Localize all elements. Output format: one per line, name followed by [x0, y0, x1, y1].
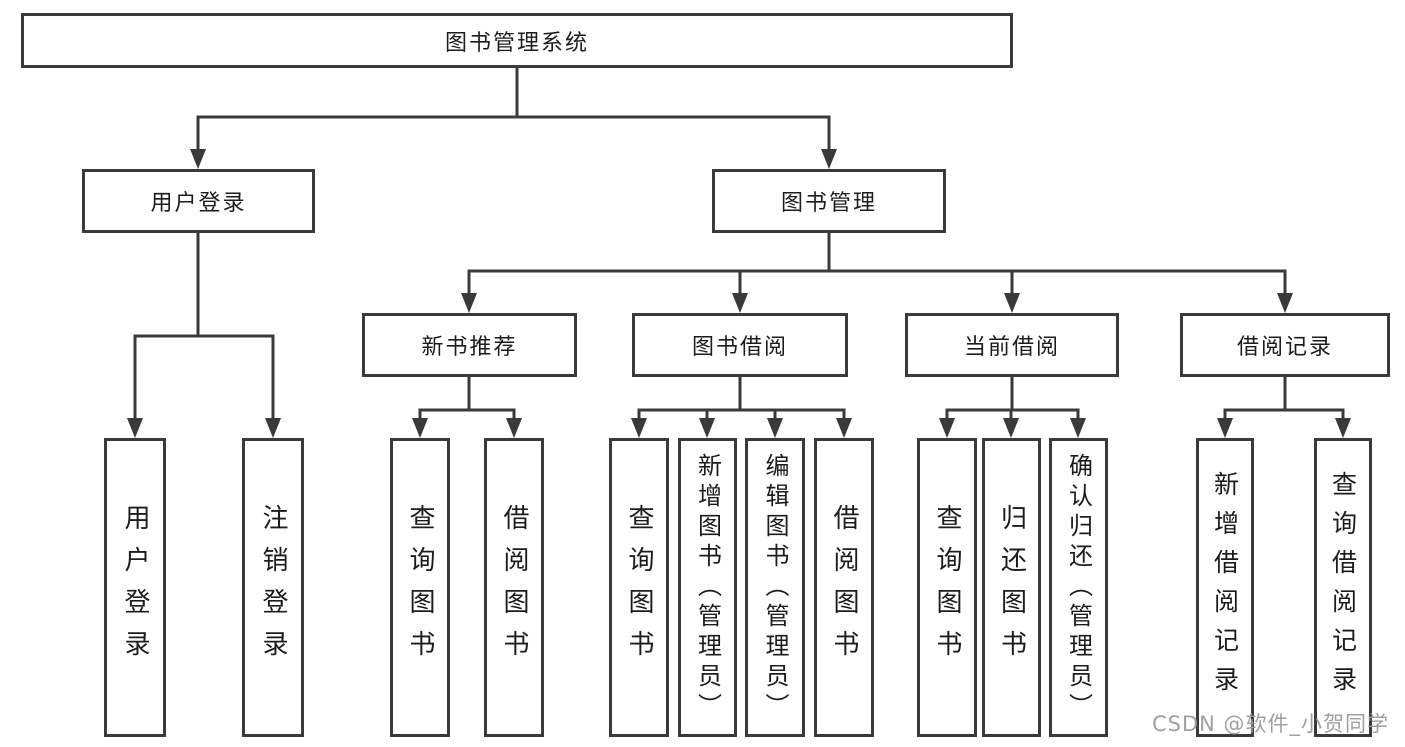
leaf-confirm-return-admin: 确认归还（管理员）	[1049, 438, 1108, 737]
node-new-book-recommend-label: 新书推荐	[421, 335, 518, 360]
csdn-watermark: CSDN @软件_小贺同学	[1152, 712, 1390, 736]
node-book-borrowing: 图书借阅	[632, 313, 848, 377]
leaf-query-book-recommend: 查询图书	[390, 438, 450, 737]
node-borrow-records-label: 借阅记录	[1236, 335, 1333, 360]
node-new-book-recommend: 新书推荐	[362, 313, 577, 377]
node-user-login-label: 用户登录	[150, 191, 247, 216]
node-root-label: 图书管理系统	[444, 30, 589, 56]
leaf-user-login-label: 用户登录	[120, 503, 150, 672]
leaf-return-book-label: 归还图书	[996, 503, 1027, 672]
leaf-query-book-current: 查询图书	[917, 438, 977, 737]
leaf-add-borrow-record-label: 新增借阅记录	[1210, 470, 1240, 705]
leaf-user-login: 用户登录	[104, 438, 166, 737]
leaf-borrow-book: 借阅图书	[814, 438, 874, 737]
node-book-management-label: 图书管理	[780, 191, 877, 216]
leaf-query-book-borrowing-label: 查询图书	[624, 503, 654, 672]
node-root: 图书管理系统	[21, 13, 1013, 68]
node-book-borrowing-label: 图书借阅	[691, 335, 788, 360]
leaf-logout-label: 注销登录	[258, 503, 288, 672]
leaf-query-book-recommend-label: 查询图书	[405, 503, 435, 672]
edge-borrow-records-to-children	[1217, 375, 1351, 438]
leaf-borrow-book-recommend: 借阅图书	[484, 438, 544, 737]
node-book-management: 图书管理	[712, 169, 946, 233]
leaf-borrow-book-recommend-label: 借阅图书	[499, 503, 529, 672]
leaf-query-book-current-label: 查询图书	[932, 503, 962, 672]
leaf-confirm-return-admin-label: 确认归还（管理员）	[1064, 452, 1093, 723]
leaf-query-book-borrowing: 查询图书	[609, 438, 669, 737]
leaf-add-book-admin: 新增图书（管理员）	[678, 438, 737, 737]
leaf-edit-book-admin: 编辑图书（管理员）	[745, 438, 805, 737]
node-borrow-records: 借阅记录	[1180, 313, 1390, 377]
leaf-borrow-book-label: 借阅图书	[829, 503, 859, 672]
edge-new-book-to-children	[412, 375, 522, 438]
edge-current-borrowing-to-children	[939, 375, 1086, 438]
edge-user-login-to-children	[127, 231, 281, 438]
edge-root-to-level2	[190, 66, 837, 169]
leaf-add-borrow-record: 新增借阅记录	[1196, 438, 1254, 737]
edge-book-borrowing-to-children	[631, 375, 852, 438]
leaf-logout: 注销登录	[242, 438, 304, 737]
node-current-borrowing-label: 当前借阅	[963, 335, 1060, 360]
leaf-return-book: 归还图书	[982, 438, 1041, 737]
leaf-query-borrow-record: 查询借阅记录	[1314, 438, 1372, 737]
node-user-login: 用户登录	[82, 169, 315, 233]
leaf-query-borrow-record-label: 查询借阅记录	[1328, 470, 1358, 705]
node-current-borrowing: 当前借阅	[905, 313, 1119, 377]
leaf-add-book-admin-label: 新增图书（管理员）	[693, 452, 722, 723]
leaf-edit-book-admin-label: 编辑图书（管理员）	[761, 452, 789, 723]
edge-book-management-to-level3	[461, 231, 1293, 313]
